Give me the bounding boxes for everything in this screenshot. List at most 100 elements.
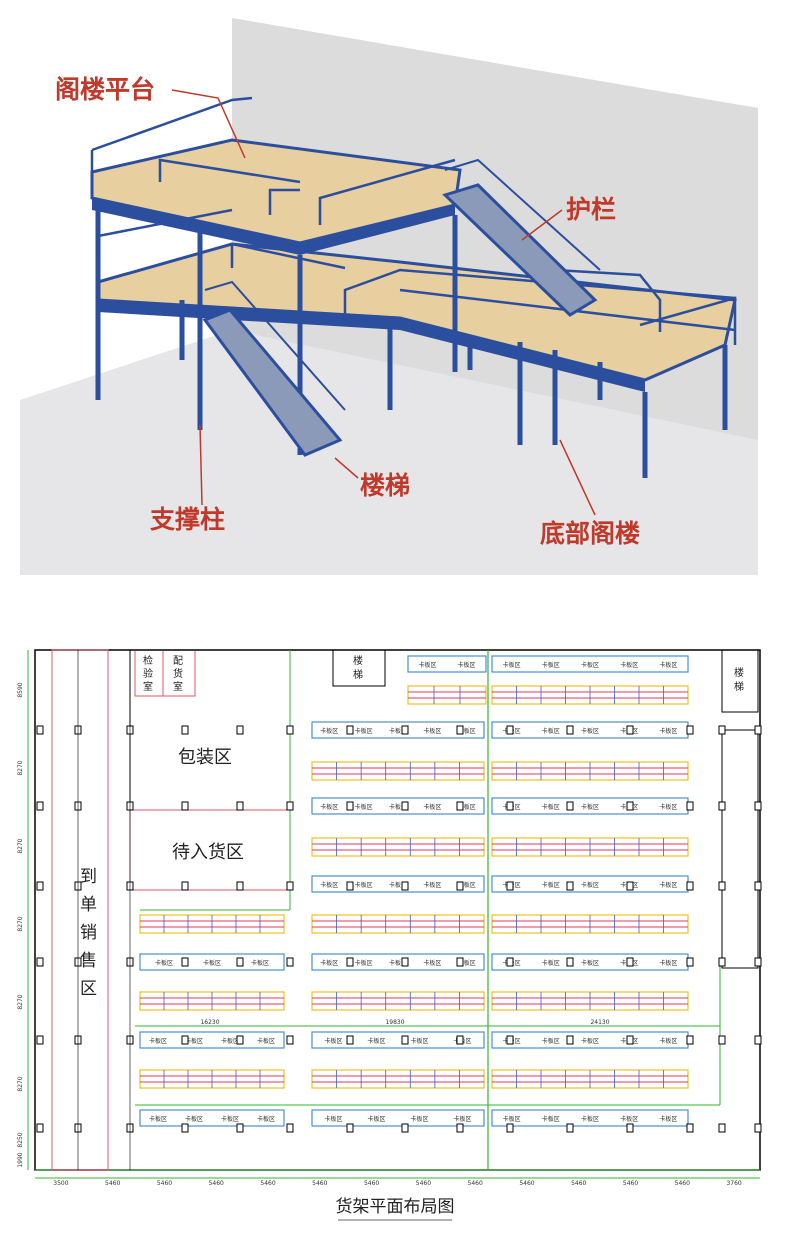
pallet-zone-label: 卡板区 bbox=[423, 881, 441, 889]
column-marker bbox=[718, 1035, 726, 1045]
packing-area bbox=[129, 649, 291, 811]
column-marker bbox=[181, 881, 189, 891]
svg-text:验: 验 bbox=[143, 667, 153, 680]
column-marker bbox=[686, 1123, 694, 1133]
pallet-zone-label: 卡板区 bbox=[389, 959, 407, 967]
side-dimension: 8270 bbox=[17, 994, 24, 1009]
inbound-waiting-area-label: 待入货区 bbox=[172, 842, 244, 863]
pallet-zone-label: 卡板区 bbox=[581, 727, 599, 735]
side-dimension: 8270 bbox=[17, 916, 24, 931]
bottom-dimension: 3500 bbox=[53, 1180, 68, 1187]
callout-guardrail: 护栏 bbox=[521, 195, 616, 241]
column-marker bbox=[346, 801, 354, 811]
svg-text:楼梯: 楼梯 bbox=[360, 471, 410, 500]
column-marker bbox=[754, 1123, 762, 1133]
svg-text:梯: 梯 bbox=[353, 668, 363, 681]
pallet-zone-label: 卡板区 bbox=[257, 1115, 275, 1123]
sales-area-border bbox=[51, 649, 109, 1171]
loft-platform-beam bbox=[92, 198, 455, 255]
pallet-zone bbox=[491, 655, 689, 673]
pallet-zone-label: 卡板区 bbox=[542, 1115, 560, 1123]
bottom-dimension: 5460 bbox=[571, 1180, 586, 1187]
run-dimension: 16230 bbox=[200, 1019, 219, 1026]
pallet-zone bbox=[491, 1109, 689, 1127]
column-marker bbox=[401, 957, 409, 967]
pallet-zone-label: 卡板区 bbox=[503, 661, 521, 669]
column-marker bbox=[718, 1123, 726, 1133]
floor bbox=[20, 330, 758, 575]
sales-area-char-1: 到 bbox=[80, 867, 97, 887]
column-marker bbox=[456, 1035, 464, 1045]
column-marker bbox=[686, 881, 694, 891]
column-marker bbox=[626, 957, 634, 967]
pallet-zone-label: 卡板区 bbox=[418, 661, 436, 669]
column-marker bbox=[718, 725, 726, 735]
column-marker bbox=[36, 957, 44, 967]
column-marker bbox=[506, 957, 514, 967]
rack-outline bbox=[311, 761, 485, 781]
column-marker bbox=[286, 957, 294, 967]
pallet-zone-label: 卡板区 bbox=[542, 959, 560, 967]
svg-text:护栏: 护栏 bbox=[566, 195, 616, 224]
callout-support-column: 支撑柱 bbox=[150, 424, 225, 534]
column-marker bbox=[401, 801, 409, 811]
pallet-zone-label: 卡板区 bbox=[423, 959, 441, 967]
pallet-zone-label: 卡板区 bbox=[367, 1115, 385, 1123]
pallet-zone-label: 卡板区 bbox=[659, 959, 677, 967]
pallet-zone bbox=[139, 1109, 285, 1127]
pallet-zone-label: 卡板区 bbox=[457, 661, 475, 669]
pallet-zone-label: 卡板区 bbox=[542, 1037, 560, 1045]
column-marker bbox=[626, 1123, 634, 1133]
column-marker bbox=[236, 881, 244, 891]
column-marker bbox=[286, 1123, 294, 1133]
column-marker bbox=[346, 957, 354, 967]
pallet-zone bbox=[311, 875, 485, 893]
pallet-zone-label: 卡板区 bbox=[458, 959, 476, 967]
bottom-dimension: 3760 bbox=[726, 1180, 741, 1187]
column-marker bbox=[286, 881, 294, 891]
rack-outline bbox=[407, 685, 487, 705]
pallet-zone-label: 卡板区 bbox=[453, 1115, 471, 1123]
side-dimension: 8250 bbox=[17, 1132, 24, 1147]
bottom-dimension: 5460 bbox=[209, 1180, 224, 1187]
bottom-dimension: 5460 bbox=[416, 1180, 431, 1187]
floor-plan: 到 单 销 售 区 检 验 室 配 货 室 包装区 待入货区 楼 梯 楼 梯 卡… bbox=[17, 649, 762, 1221]
column-marker bbox=[456, 1123, 464, 1133]
pallet-zone-label: 卡板区 bbox=[581, 881, 599, 889]
plan-caption: 货架平面布局图 bbox=[336, 1197, 455, 1217]
column-marker bbox=[346, 1035, 354, 1045]
column-marker bbox=[506, 725, 514, 735]
column-marker bbox=[286, 1035, 294, 1045]
column-marker bbox=[181, 1123, 189, 1133]
column-marker bbox=[346, 725, 354, 735]
pallet-zone-label: 卡板区 bbox=[542, 727, 560, 735]
stairs-box-center: 楼 梯 bbox=[332, 649, 386, 687]
column-marker bbox=[181, 1035, 189, 1045]
column-marker bbox=[754, 957, 762, 967]
column-marker bbox=[456, 881, 464, 891]
column-marker bbox=[181, 801, 189, 811]
column-marker bbox=[236, 801, 244, 811]
mezzanine-illustration: 阁楼平台 护栏 楼梯 支撑柱 底部阁楼 bbox=[20, 18, 758, 575]
pallet-zone-label: 卡板区 bbox=[185, 1037, 203, 1045]
pallet-zone-label: 卡板区 bbox=[659, 803, 677, 811]
bottom-dimension: 5460 bbox=[105, 1180, 120, 1187]
svg-text:阁楼平台: 阁楼平台 bbox=[55, 75, 155, 104]
pallet-zone-label: 卡板区 bbox=[155, 959, 173, 967]
pallet-zone-label: 卡板区 bbox=[389, 803, 407, 811]
column-marker bbox=[181, 957, 189, 967]
stairs-box-right: 楼 梯 bbox=[721, 649, 759, 713]
pallet-zone-label: 卡板区 bbox=[410, 1037, 428, 1045]
column-markers bbox=[36, 650, 762, 1170]
pallet-zone-label: 卡板区 bbox=[320, 881, 338, 889]
column-marker bbox=[686, 725, 694, 735]
sales-area-char-4: 售 bbox=[80, 951, 97, 971]
pallet-zone-label: 卡板区 bbox=[355, 881, 373, 889]
pallet-zone-label: 卡板区 bbox=[320, 959, 338, 967]
rack-outline bbox=[311, 1069, 485, 1089]
pallet-zone-label: 卡板区 bbox=[149, 1115, 167, 1123]
distribution-room: 配 货 室 bbox=[162, 649, 196, 697]
stair-rails bbox=[204, 158, 601, 411]
svg-text:室: 室 bbox=[173, 680, 183, 693]
